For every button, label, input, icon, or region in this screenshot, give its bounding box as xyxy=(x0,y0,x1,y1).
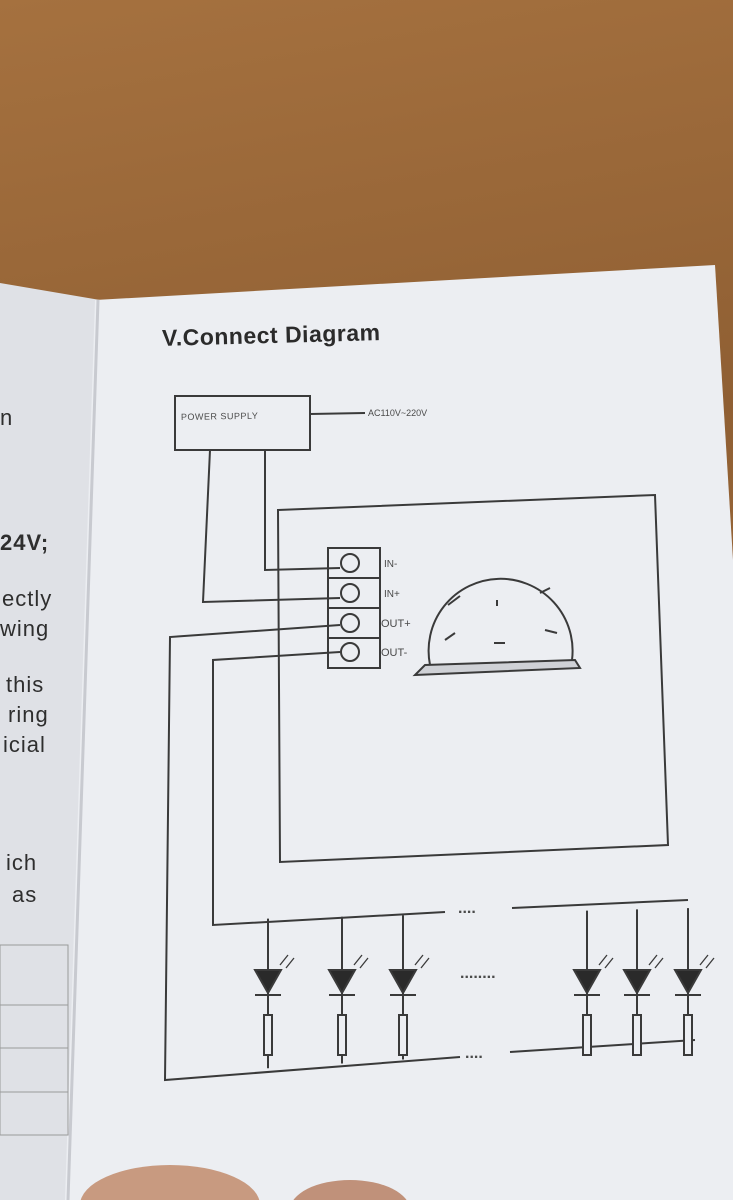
left-text-fragment: as xyxy=(12,882,38,907)
top-rail-ellipsis: .... xyxy=(458,900,476,917)
wire-out-minus xyxy=(212,651,446,927)
left-text-fragment: icial xyxy=(3,732,46,757)
resistor-icon xyxy=(337,1014,347,1056)
led-1 xyxy=(253,918,295,1069)
terminal-label-out-plus: OUT+ xyxy=(381,618,411,630)
left-text-fragment: ring xyxy=(8,702,49,727)
terminal-label-out-minus: OUT- xyxy=(381,647,408,659)
terminal-label-in-plus: IN+ xyxy=(384,589,400,600)
led-5 xyxy=(622,909,664,1056)
terminal-label-in-minus: IN- xyxy=(384,559,397,570)
wire-out-plus xyxy=(163,624,461,1082)
wire-in-minus xyxy=(264,450,341,572)
left-text-fragment: ectly xyxy=(2,586,53,611)
left-text-fragment: n xyxy=(0,405,14,430)
finger xyxy=(80,1165,260,1200)
resistor-icon xyxy=(632,1014,642,1056)
diode-icon xyxy=(388,969,418,996)
diode-icon xyxy=(253,969,283,996)
wiring-diagram xyxy=(163,395,696,1082)
diode-icon xyxy=(572,969,602,996)
resistor-icon xyxy=(398,1014,408,1056)
terminal-screw-out-plus xyxy=(340,613,360,633)
left-text-fragment: wing xyxy=(0,616,50,641)
controller-box xyxy=(276,493,670,864)
diode-icon xyxy=(327,969,357,996)
terminal-screw-out-minus xyxy=(340,642,360,662)
led-6 xyxy=(673,908,715,1056)
diode-icon xyxy=(622,969,652,996)
left-page-table xyxy=(0,944,69,1136)
ac-input-label: AC110V~220V xyxy=(368,408,427,418)
power-supply-box xyxy=(174,395,311,451)
resistor-icon xyxy=(263,1014,273,1056)
resistor-icon xyxy=(582,1014,592,1056)
middle-ellipsis: ........ xyxy=(460,965,496,982)
resistor-icon xyxy=(683,1014,693,1056)
left-text-fragment: 24V; xyxy=(0,530,50,555)
dial-icon xyxy=(427,577,574,666)
bottom-rail-ellipsis: .... xyxy=(465,1045,483,1062)
finger xyxy=(293,1180,407,1200)
power-supply-label: POWER SUPPLY xyxy=(181,411,259,422)
led-4 xyxy=(572,910,614,1056)
led-array xyxy=(253,908,715,1069)
left-text-fragment: ich xyxy=(6,850,38,875)
wire-in-plus xyxy=(201,449,341,604)
terminal-screw-in-plus xyxy=(340,583,360,603)
ac-input-wire xyxy=(309,412,366,415)
diode-icon xyxy=(673,969,703,996)
page-title: V.Connect Diagram xyxy=(161,319,381,351)
page-fold xyxy=(66,299,100,1200)
terminal-screw-in-minus xyxy=(340,553,360,573)
left-text-fragment: this xyxy=(6,672,45,697)
led-3 xyxy=(388,915,430,1060)
led-2 xyxy=(327,916,369,1064)
